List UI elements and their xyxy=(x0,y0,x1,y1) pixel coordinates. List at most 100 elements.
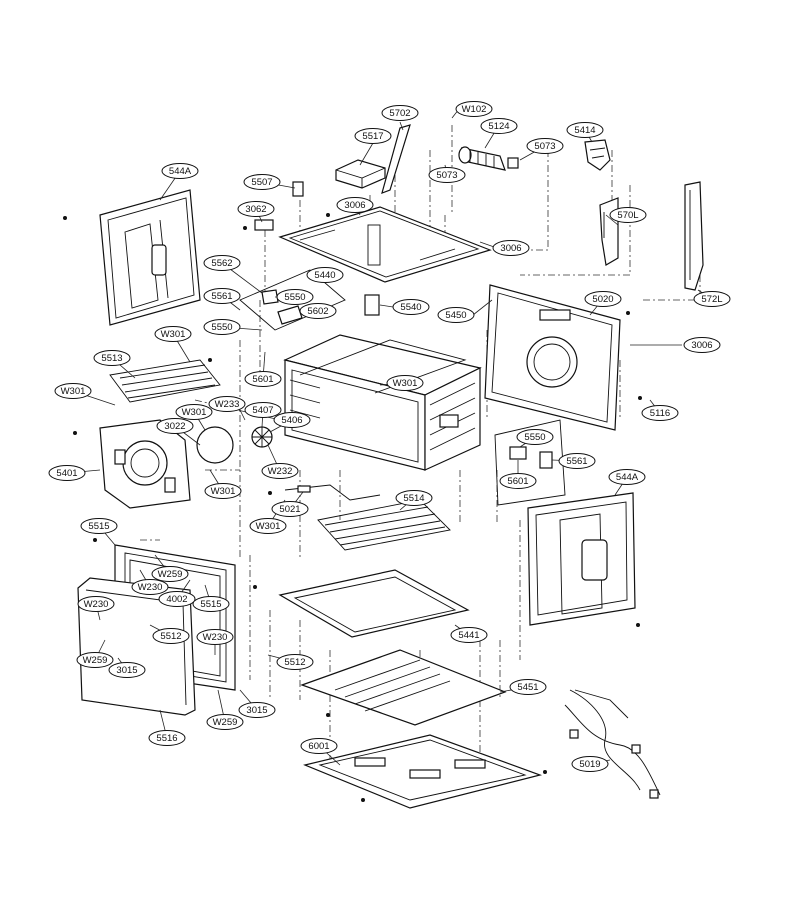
callout-bubble xyxy=(203,319,241,335)
callout-bubble xyxy=(608,469,646,485)
callout-bubble xyxy=(131,579,169,595)
callout-bubble xyxy=(271,501,309,517)
callout-5440: 5440 xyxy=(306,267,344,283)
callout-5516: 5516 xyxy=(148,730,186,746)
rear-panel xyxy=(484,284,621,431)
callout-5514: 5514 xyxy=(395,490,433,506)
callout-4002: 4002 xyxy=(158,591,196,607)
callout-5601: 5601 xyxy=(499,473,537,489)
callout-label: 5601 xyxy=(507,476,528,487)
callout-5507: 5507 xyxy=(243,174,281,190)
callout-bubble xyxy=(203,255,241,271)
callout-5407: 5407 xyxy=(244,402,282,418)
callout-5513: 5513 xyxy=(93,350,131,366)
door-latch xyxy=(584,139,611,171)
callout-label: W232 xyxy=(268,466,293,477)
callout-label: 5550 xyxy=(284,292,305,303)
callout-544a: 544A xyxy=(161,163,199,179)
callout-5561: 5561 xyxy=(558,453,596,469)
callout-bubble xyxy=(237,201,275,217)
callout-w232: W232 xyxy=(261,463,299,479)
callout-label: 3006 xyxy=(500,243,521,254)
callout-label: 3015 xyxy=(116,665,137,676)
callout-bubble xyxy=(609,207,647,223)
callout-w301: W301 xyxy=(154,326,192,342)
callout-bubble xyxy=(386,375,424,391)
sensor-tube xyxy=(364,294,380,316)
callout-w102: W102 xyxy=(455,101,493,117)
callout-bubble xyxy=(276,289,314,305)
callout-label: 5702 xyxy=(389,108,410,119)
callout-label: 5512 xyxy=(160,631,181,642)
callout-bubble xyxy=(516,429,554,445)
callout-bubble xyxy=(584,291,622,307)
callout-5116: 5116 xyxy=(641,405,679,421)
callout-label: 5602 xyxy=(307,306,328,317)
callout-bubble xyxy=(244,371,282,387)
callout-label: W301 xyxy=(182,407,207,418)
callout-bubble xyxy=(243,174,281,190)
callout-5512: 5512 xyxy=(152,628,190,644)
callout-5562: 5562 xyxy=(203,255,241,271)
callout-5515: 5515 xyxy=(192,596,230,612)
callout-bubble xyxy=(354,128,392,144)
callout-label: 5513 xyxy=(101,353,122,364)
callout-bubble xyxy=(428,167,466,183)
callout-label: W230 xyxy=(138,582,163,593)
callout-bubble xyxy=(450,627,488,643)
callout-w230: W230 xyxy=(196,629,234,645)
callout-bubble xyxy=(395,490,433,506)
vent-duct xyxy=(381,124,411,194)
callout-label: 5540 xyxy=(400,302,421,313)
callout-w259: W259 xyxy=(206,714,244,730)
lamp-assembly-group xyxy=(494,419,566,506)
callout-label: 5601 xyxy=(252,374,273,385)
callout-label: 5073 xyxy=(534,141,555,152)
callout-label: W102 xyxy=(462,104,487,115)
callout-bubble xyxy=(54,383,92,399)
callout-label: 5440 xyxy=(314,270,335,281)
callout-label: 544A xyxy=(616,472,639,483)
callout-544a: 544A xyxy=(608,469,646,485)
callout-3006: 3006 xyxy=(336,197,374,213)
callout-label: 3015 xyxy=(246,705,267,716)
callout-label: 5020 xyxy=(592,294,613,305)
callout-5451: 5451 xyxy=(509,679,547,695)
callout-label: W259 xyxy=(83,655,108,666)
callout-3015: 3015 xyxy=(108,662,146,678)
callout-label: 3006 xyxy=(344,200,365,211)
callout-label: 6001 xyxy=(308,741,329,752)
callout-5414: 5414 xyxy=(566,122,604,138)
callout-label: 5019 xyxy=(579,759,600,770)
callout-bubble xyxy=(80,518,118,534)
callout-bubble xyxy=(571,756,609,772)
callout-bubble xyxy=(152,628,190,644)
broil-element xyxy=(109,359,221,403)
callout-bubble xyxy=(392,299,430,315)
callout-label: 5515 xyxy=(200,599,221,610)
callout-bubble xyxy=(566,122,604,138)
callout-5401: 5401 xyxy=(48,465,86,481)
callout-6001: 6001 xyxy=(300,738,338,754)
callout-label: 5124 xyxy=(488,121,509,132)
callout-bubble xyxy=(77,596,115,612)
callout-bubble xyxy=(336,197,374,213)
callout-label: 5550 xyxy=(211,322,232,333)
element-bracket xyxy=(239,269,346,331)
callout-label: 3062 xyxy=(245,204,266,215)
control-box xyxy=(335,159,386,189)
callout-5602: 5602 xyxy=(299,303,337,319)
callout-bubble xyxy=(693,291,731,307)
callout-label: 5407 xyxy=(252,405,273,416)
callout-bubble xyxy=(175,404,213,420)
callout-bubble xyxy=(238,702,276,718)
callout-572l: 572L xyxy=(693,291,731,307)
callout-label: 5562 xyxy=(211,258,232,269)
callout-w259: W259 xyxy=(76,652,114,668)
callout-bubble xyxy=(509,679,547,695)
callout-bubble xyxy=(208,396,246,412)
callout-5406: 5406 xyxy=(273,412,311,428)
callout-5540: 5540 xyxy=(392,299,430,315)
